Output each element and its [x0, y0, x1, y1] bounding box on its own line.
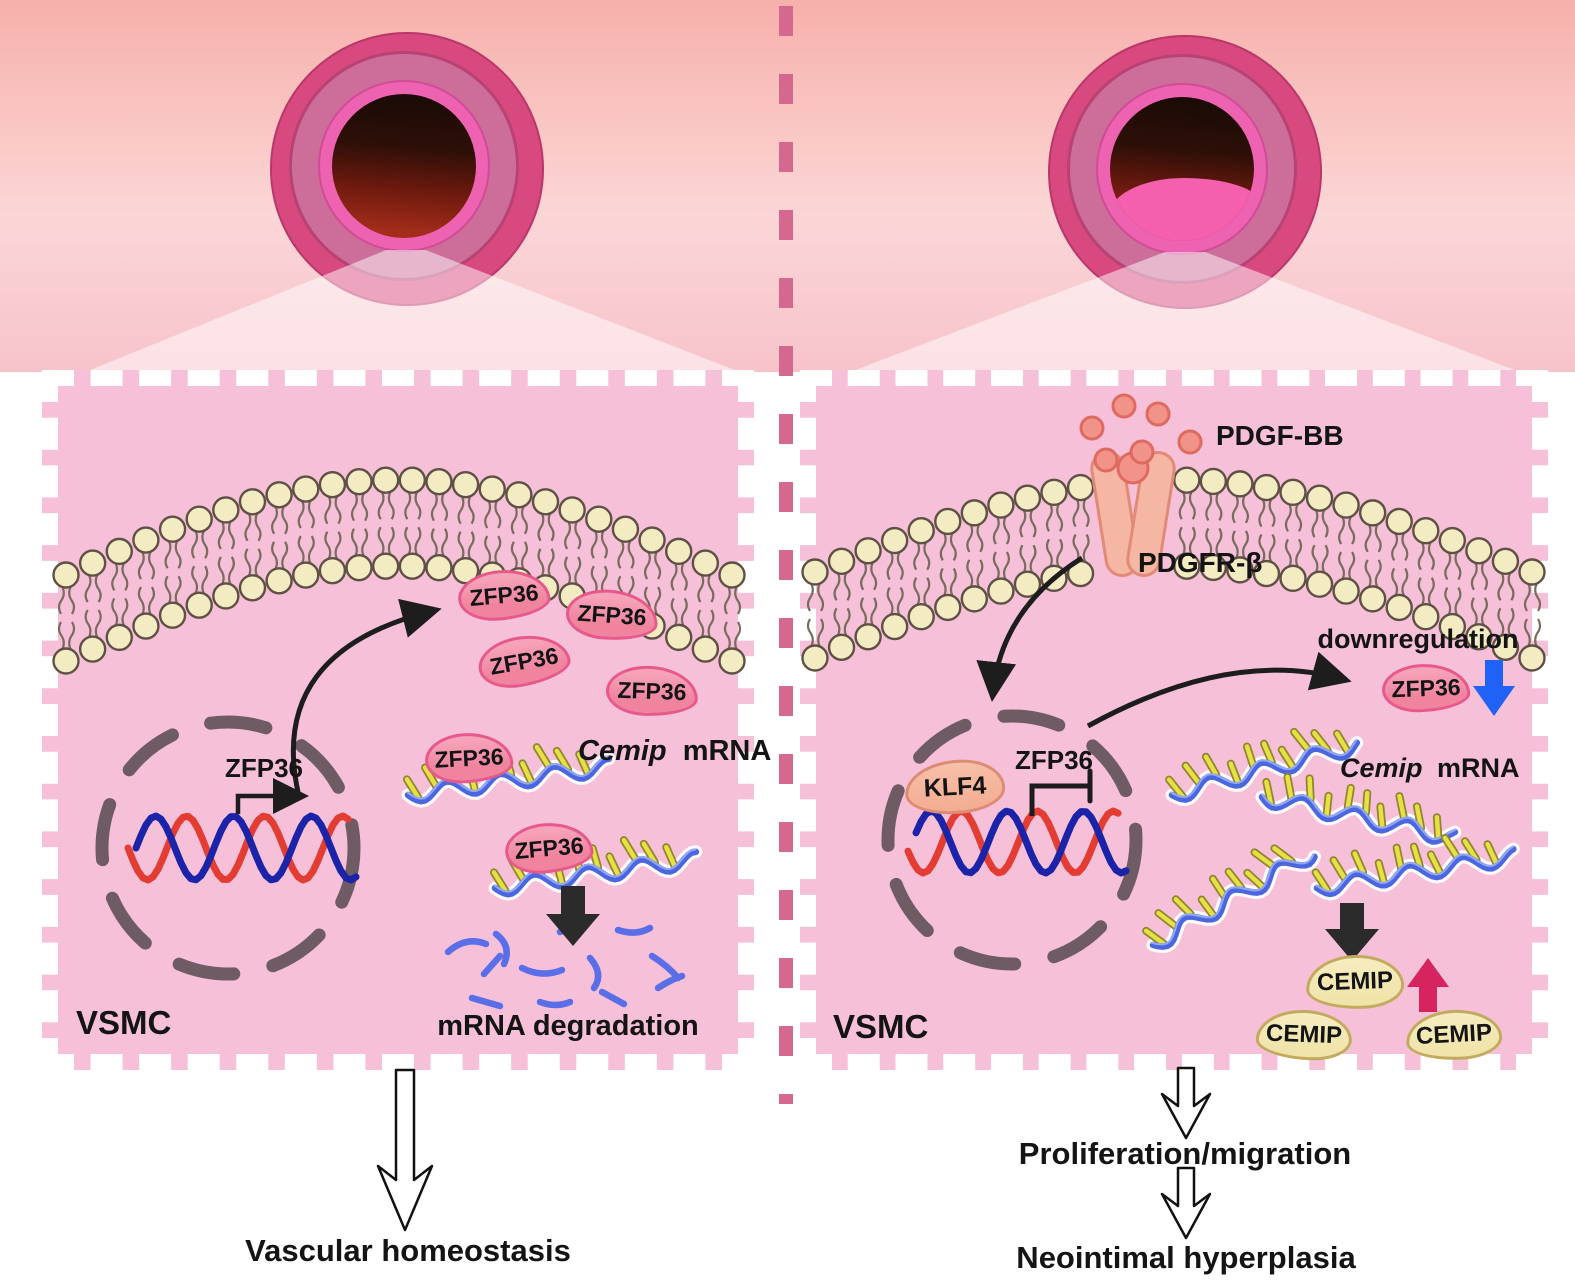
cemip-mrna-gene-name: Cemip [1340, 753, 1423, 783]
artery-lumen [1110, 97, 1254, 241]
zfp36-gene-label-right: ZFP36 [1014, 745, 1094, 775]
artery-media-layer [1067, 54, 1297, 284]
cemip-mrna-label-left: Cemip mRNA [578, 735, 771, 768]
artery-media-layer [289, 51, 519, 281]
cemip-mrna-suffix: mRNA [682, 735, 772, 767]
white-outline-down-arrow-icon [1160, 1166, 1212, 1240]
zfp36-gene-label-left: ZFP36 [224, 753, 304, 783]
pdgfr-beta-label: PDGFR-β [1138, 547, 1263, 578]
artery-intima-layer [1096, 83, 1268, 255]
neointimal-hyperplasia-label: Neointimal hyperplasia [1016, 1240, 1356, 1275]
pdgf-bb-label: PDGF-BB [1216, 420, 1344, 451]
cemip-mrna-gene-name: Cemip [578, 735, 667, 767]
divider-dashed-line [779, 6, 793, 1104]
mrna-degradation-label: mRNA degradation [437, 1010, 699, 1042]
artery-intima-layer [318, 80, 490, 252]
proliferation-migration-label: Proliferation/migration [1018, 1136, 1352, 1171]
white-outline-down-arrow-icon [1160, 1066, 1212, 1140]
vascular-homeostasis-label: Vascular homeostasis [245, 1233, 571, 1268]
neointima-shape [1110, 177, 1254, 241]
vsmc-label-right: VSMC [833, 1008, 929, 1045]
cemip-mrna-label-right: Cemip mRNA [1340, 753, 1520, 784]
downregulation-label: downregulation [1317, 624, 1519, 654]
cemip-mrna-suffix: mRNA [1437, 753, 1520, 783]
artery-lumen [332, 94, 476, 238]
white-outline-down-arrow-icon [376, 1068, 434, 1232]
vsmc-label-left: VSMC [76, 1004, 172, 1041]
vsmc-cell-box-left [42, 370, 754, 1070]
vsmc-cell-box-right [800, 370, 1548, 1070]
